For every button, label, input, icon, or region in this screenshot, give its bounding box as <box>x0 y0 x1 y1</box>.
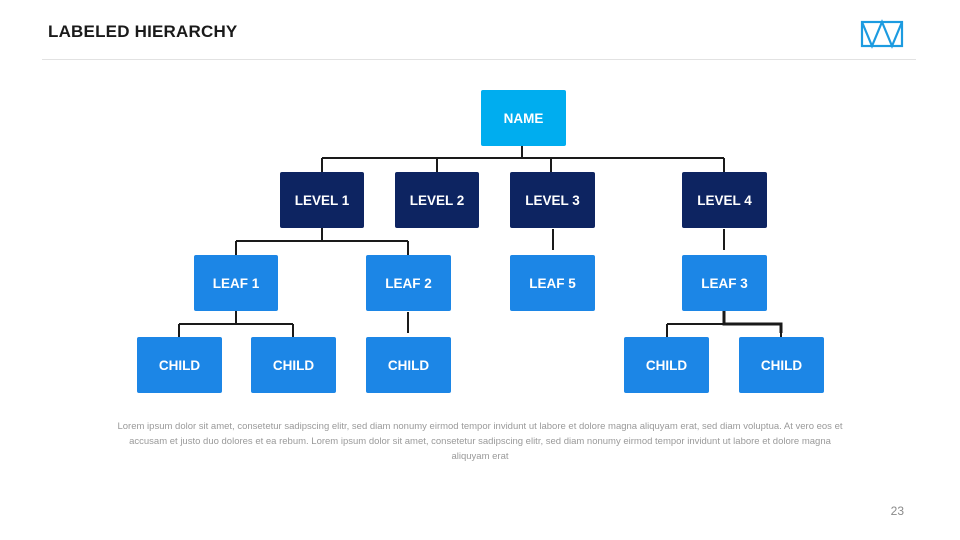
node-level-1[interactable]: LEVEL 1 <box>280 172 364 228</box>
node-leaf-5-label: LEAF 5 <box>529 275 576 291</box>
crown-outline-icon <box>860 19 904 49</box>
node-level-2-label: LEVEL 2 <box>409 192 465 208</box>
connector-leaf1-children <box>178 311 294 337</box>
node-root-label: NAME <box>503 110 544 126</box>
node-level-4[interactable]: LEVEL 4 <box>682 172 767 228</box>
node-child-label: CHILD <box>387 357 430 373</box>
slide-title: LABELED HIERARCHY <box>48 22 238 41</box>
node-child[interactable]: CHILD <box>366 337 451 393</box>
node-leaf-1-label: LEAF 1 <box>212 275 260 291</box>
node-level-1-label: LEVEL 1 <box>294 192 350 208</box>
node-root[interactable]: NAME <box>481 90 566 146</box>
node-level-2[interactable]: LEVEL 2 <box>395 172 479 228</box>
node-leaf-1[interactable]: LEAF 1 <box>194 255 278 311</box>
node-level-4-label: LEVEL 4 <box>697 192 752 208</box>
node-leaf-5[interactable]: LEAF 5 <box>510 255 595 311</box>
node-child[interactable]: CHILD <box>624 337 709 393</box>
node-child[interactable]: CHILD <box>251 337 336 393</box>
node-child-label: CHILD <box>158 357 201 373</box>
node-leaf-3-label: LEAF 3 <box>701 275 748 291</box>
node-child-label: CHILD <box>272 357 315 373</box>
title-divider <box>42 59 916 60</box>
connector-level1-leaves <box>235 228 409 255</box>
connector-root-levels <box>321 146 725 172</box>
node-child[interactable]: CHILD <box>739 337 824 393</box>
node-leaf-3[interactable]: LEAF 3 <box>682 255 767 311</box>
node-leaf-2[interactable]: LEAF 2 <box>366 255 451 311</box>
node-level-3-label: LEVEL 3 <box>525 192 580 208</box>
caption-text: Lorem ipsum dolor sit amet, consetetur s… <box>117 421 843 462</box>
node-level-3[interactable]: LEVEL 3 <box>510 172 595 228</box>
node-child-label: CHILD <box>760 357 803 373</box>
node-child-label: CHILD <box>645 357 688 373</box>
page-number: 23 <box>890 504 904 518</box>
node-leaf-2-label: LEAF 2 <box>385 275 432 291</box>
node-child[interactable]: CHILD <box>137 337 222 393</box>
